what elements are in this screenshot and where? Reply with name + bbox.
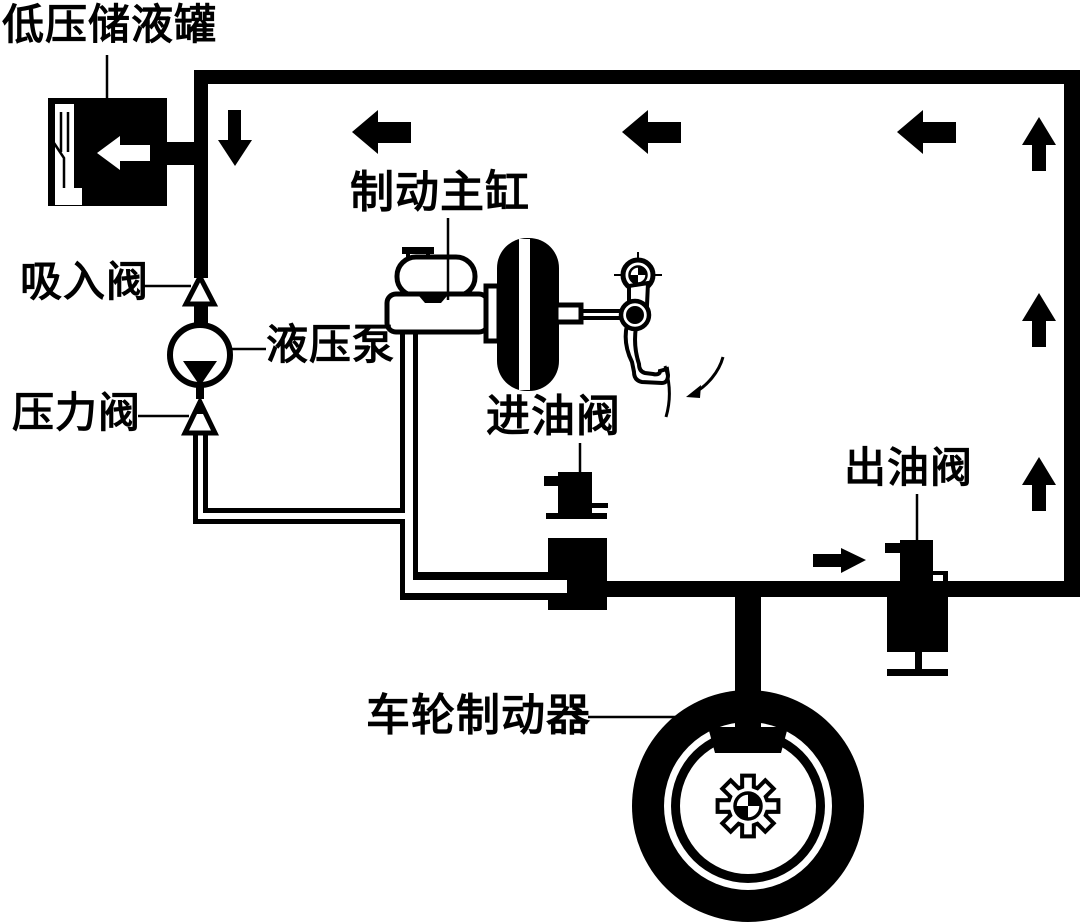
- pedal-arm-and-pad: [623, 322, 671, 386]
- arrow-left-icon: [622, 110, 681, 154]
- master-cylinder-reservoir: [394, 254, 478, 299]
- outlet-valve-foot-bar: [931, 571, 948, 575]
- hub-bearing-quarter-2: [735, 806, 748, 819]
- pump-outlet-stub: [196, 385, 204, 399]
- outlet-valve-stem: [915, 652, 922, 671]
- label-leader-lines: [105, 55, 919, 719]
- wheel-brake-assembly: [632, 690, 864, 922]
- hub-bearing-quarter-1: [748, 793, 761, 806]
- flow-arrows: [218, 110, 1056, 573]
- pipe-left-mid: [194, 302, 208, 325]
- outlet-valve-upper-body: [900, 540, 933, 581]
- master-cylinder-label: 制动主缸: [350, 168, 530, 217]
- booster-pushrod-block: [553, 302, 584, 325]
- pipe-channel-vert: [405, 330, 413, 587]
- low-pressure-reservoir: [48, 98, 167, 206]
- inlet-valve-baseplate: [546, 513, 607, 519]
- suction-valve-label: 吸入阀: [20, 260, 150, 306]
- outlet-valve-tbar: [887, 669, 948, 676]
- pressure-valve-symbol: [181, 396, 219, 436]
- pipe-bottom-right: [600, 581, 1080, 597]
- reservoir-label: 低压储液罐: [2, 3, 218, 49]
- outlet-valve-flange: [885, 543, 902, 553]
- pipe-channel-pressure-vert: [198, 433, 203, 519]
- inlet-valve-device: [544, 472, 608, 519]
- pushrod-joint-pin: [626, 306, 644, 324]
- arrow-right-icon: [813, 548, 866, 573]
- pipe-right: [1064, 70, 1080, 597]
- pushrod-line-top: [581, 309, 628, 313]
- arrow-left-icon: [897, 110, 956, 154]
- outlet-valve-foot-leg: [943, 571, 948, 582]
- pivot-quarter-2: [629, 275, 638, 284]
- pressure-valve-poppet: [193, 396, 207, 414]
- inlet-valve-label: 进油阀: [486, 392, 621, 441]
- outlet-valve-lower-body: [887, 597, 948, 652]
- main-circuit-pipes: [167, 70, 1080, 735]
- reservoir-neck-notch: [419, 296, 447, 303]
- arrow-down-icon: [218, 110, 252, 166]
- inlet-valve-bracket: [592, 503, 608, 508]
- arrow-up-icon: [1022, 293, 1056, 347]
- outlet-valve-device: [885, 540, 948, 676]
- brake-pedal-assembly: [614, 252, 725, 418]
- pedal-motion-arc-tail: [663, 365, 671, 418]
- pivot-quarter-1: [638, 266, 647, 275]
- booster-stripe: [519, 239, 530, 390]
- pipe-channel-pressure-horiz: [198, 513, 413, 519]
- pedal-motion-arrowhead-icon: [686, 385, 701, 398]
- pump-outlet-triangle: [183, 361, 217, 386]
- suction-valve-symbol: [181, 271, 219, 307]
- reservoir-spring-lines: [50, 112, 70, 188]
- master-cylinder-assembly: [384, 238, 628, 391]
- pipe-left-upper: [194, 70, 208, 278]
- arrow-left-icon: [352, 110, 411, 154]
- pipe-channel-horiz: [405, 580, 567, 593]
- thin-pipes: [193, 330, 567, 600]
- inlet-valve-body: [558, 472, 592, 514]
- reservoir-piston-step: [55, 188, 82, 205]
- arrow-up-icon: [1022, 117, 1056, 171]
- pump-label: 液压泵: [266, 323, 396, 369]
- pipe-reservoir-stub: [167, 142, 195, 165]
- junction-block: [548, 538, 607, 610]
- arrow-up-icon: [1022, 457, 1056, 511]
- pressure-valve-label: 压力阀: [12, 391, 142, 437]
- pipe-top: [194, 70, 1080, 84]
- pushrod-line-bottom: [581, 316, 628, 320]
- brake-caliper: [708, 727, 788, 753]
- wheel-brake-label: 车轮制动器: [366, 691, 591, 740]
- arrow-left-white-icon: [97, 136, 150, 170]
- inlet-valve-notch: [550, 505, 558, 513]
- inlet-valve-flange: [544, 476, 560, 486]
- outlet-valve-label: 出油阀: [844, 446, 974, 492]
